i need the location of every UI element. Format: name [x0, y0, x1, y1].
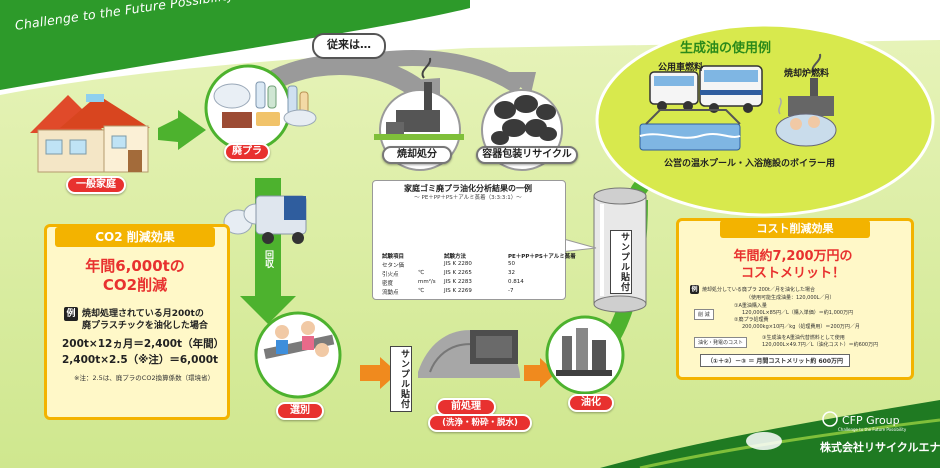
- co2-headline-1: 年間6,000tの: [85, 257, 185, 275]
- label-container-recycle: 容器包装リサイクル: [476, 146, 578, 164]
- label-pretreatment-sub: (洗浄・粉砕・脱水): [428, 414, 532, 432]
- cost-total: （①＋②）－③ ＝ 月間コストメリット約 600万円: [700, 354, 851, 367]
- cost-cost-a-calc: 120,000L×49.7円／L（油化コスト）＝約600万円: [762, 342, 879, 348]
- cfp-group-sub: Challenge to the Future Possibility: [838, 427, 907, 432]
- label-sample-tag: サンプル貼付: [390, 346, 412, 412]
- co2-example-line-2: 廃プラスチックを油化した場合: [82, 321, 208, 331]
- cost-case-line-1: 焼却処分している廃プラ 200t／月を油化した場合: [702, 287, 815, 293]
- co2-panel: [44, 224, 230, 420]
- table-header-cell: 試験方法: [444, 254, 467, 260]
- table-cell: JIS K 2269: [444, 288, 472, 294]
- cost-reduce-a-calc: 120,000L×85円／L（購入単価）＝約1,000万円: [742, 310, 854, 316]
- table-cell: ℃: [418, 270, 425, 276]
- co2-example-badge: 例: [64, 307, 78, 321]
- table-cell: JIS K 2283: [444, 279, 472, 285]
- cost-headline-2: コストメリット！: [740, 266, 845, 281]
- usage-bus-label: 公用車燃料: [658, 63, 704, 73]
- table-cell: ℃: [418, 288, 425, 294]
- cost-panel: [676, 218, 914, 380]
- label-waste-plastic: 廃プラ: [224, 143, 270, 161]
- cost-example-badge: 例: [690, 285, 699, 294]
- label-sample-tag-tank: サンプル貼付: [610, 230, 632, 294]
- cost-headline-1: 年間約7,200万円の: [733, 249, 853, 264]
- co2-note: ※注：2.5は、廃プラのCO2換算係数（環境省）: [74, 374, 215, 382]
- cost-cost-a: ③生成油をA重油代替燃料として使用: [762, 335, 845, 341]
- co2-calc-line-2: 2,400t×2.5（※注）＝6,000t: [62, 354, 219, 366]
- label-conventional: 従来は…: [312, 33, 386, 59]
- table-cell: 50: [508, 261, 515, 267]
- analysis-title: 家庭ゴミ廃プラ油化分析結果の一例: [404, 184, 532, 193]
- cfp-logo-icon: [822, 411, 838, 427]
- cost-header: コスト削減効果: [720, 220, 870, 238]
- recycle-energy-logo-icon: [746, 432, 782, 450]
- usage-incinerator-label: 焼却炉燃料: [784, 69, 830, 79]
- collection-truck-illustration: [223, 195, 307, 244]
- co2-example-line-1: 焼却処理されている月200tの: [82, 309, 204, 319]
- table-cell: 引火点: [382, 272, 399, 278]
- top-banner: [0, 0, 470, 90]
- co2-header: CO2 削減効果: [55, 227, 215, 247]
- pretreatment-illustration: [418, 330, 520, 378]
- waste-plastic-illustration: [204, 64, 292, 152]
- table-cell: 0.814: [508, 279, 524, 285]
- co2-calc-line-1: 200t×12ヵ月＝2,400t（年間）: [62, 338, 225, 350]
- table-header-cell: PE＋PP＋PS＋アルミ蒸着: [508, 254, 576, 260]
- cost-case-line-2: （使用可能生成油量：120,000L／月）: [746, 295, 835, 301]
- arrow-house-to-plastic: [158, 110, 206, 150]
- cost-reduce-b: ②廃プラ処理費: [734, 317, 769, 323]
- cost-reduce-b-calc: 200,000kg×10円／kg（処理費用）＝200万円／月: [742, 324, 860, 330]
- table-cell: JIS K 2265: [444, 270, 472, 276]
- table-cell: 32: [508, 270, 515, 276]
- incinerator-plant-illustration: [788, 53, 834, 116]
- arrow-sort-to-pre: [360, 357, 398, 389]
- company-name: 株式会社リサイクルエナジー: [820, 441, 940, 454]
- table-cell: 流動点: [382, 290, 399, 296]
- usage-pool-label: 公営の温水プール・入浴施設のボイラー用: [664, 159, 836, 169]
- house-illustration: [30, 94, 150, 173]
- label-collection: 回収: [263, 250, 273, 268]
- bath-illustration: [775, 97, 837, 147]
- table-cell: セタン価: [382, 263, 405, 269]
- table-header-cell: 試験項目: [382, 254, 405, 260]
- cost-reduce-a: ①A重油購入量: [734, 303, 767, 309]
- table-cell: JIS K 2280: [444, 261, 472, 267]
- vehicle-illustration: [649, 65, 763, 113]
- label-sorting: 選別: [276, 402, 324, 420]
- table-cell: mm²/s: [418, 279, 436, 285]
- label-oilification: 油化: [568, 394, 614, 412]
- analysis-card: [372, 180, 566, 300]
- table-cell: -7: [508, 288, 514, 294]
- label-household: 一般家庭: [66, 176, 126, 194]
- analysis-subtitle: ～ PE＋PP＋PS＋アルミ蒸着（3:3:3:1）～: [414, 195, 522, 201]
- table-cell: 密度: [382, 281, 394, 287]
- cost-cost-label: 油化・発電のコスト: [694, 337, 748, 348]
- cost-reduce-label: 削 減: [694, 309, 714, 320]
- pool-illustration: [639, 109, 741, 151]
- label-incineration: 焼却処分: [382, 146, 452, 164]
- cfp-group-name: CFP Group: [842, 414, 900, 427]
- co2-headline-2: CO2削減: [102, 276, 168, 294]
- usage-title: 生成油の使用例: [680, 41, 772, 56]
